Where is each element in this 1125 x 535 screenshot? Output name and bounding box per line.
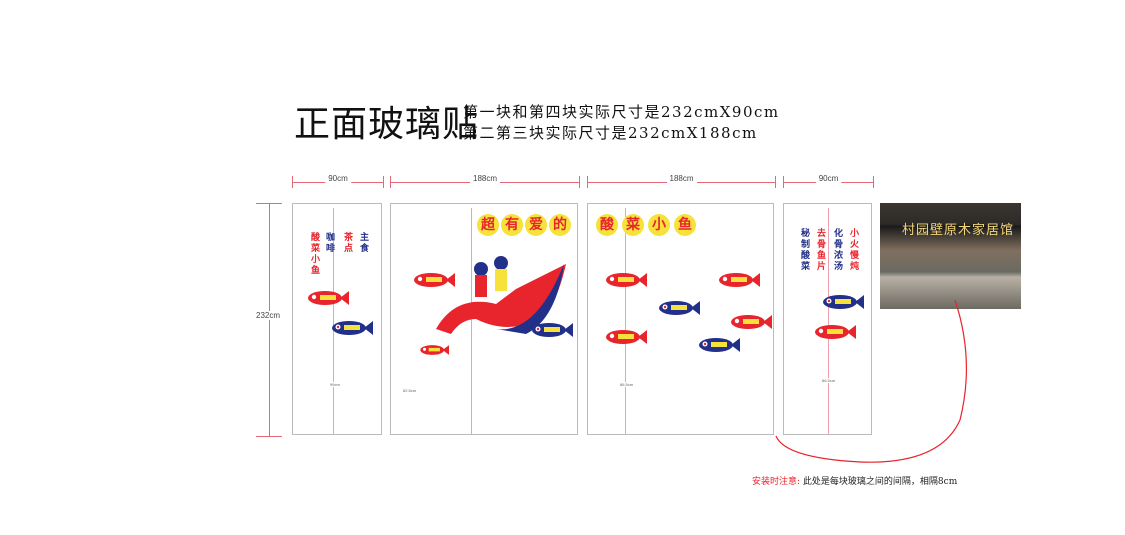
badge: 超 [477,214,499,236]
page-title: 正面玻璃贴 [294,104,480,145]
install-note: 安装时注意: 此处是每块玻璃之间的间隔，相隔8cm [752,477,958,487]
fish-icon [420,345,449,355]
store-sign: 村园壁原木家居馆 [902,223,1015,238]
width-dim-3: 188cm [587,174,776,188]
menu-item: 小火慢炖 [848,228,858,272]
kids-riding-fish-illustration [436,256,566,334]
menu-item: 去骨鱼片 [815,228,825,272]
glass-panel-4: 86.5cm 秘制酸菜 去骨鱼片 化骨浓汤 小火慢炖 [783,203,872,435]
menu-item: 茶点 [342,232,352,254]
storefront-photo: 村园壁原木家居馆 [880,203,1021,309]
menu-item: 化骨浓汤 [832,228,842,272]
fish-icon [332,321,373,335]
badge: 小 [648,214,670,236]
width-dim-1: 90cm [292,174,384,188]
badge: 有 [501,214,523,236]
spec-line-2: 第二第三块实际尺寸是232cmX188cm [463,124,758,142]
glass-panel-2: 82.5cm 超 有 爱 的 [390,203,578,435]
spec-line-1: 第一块和第四块实际尺寸是232cmX90cm [463,103,780,121]
fish-icon [823,295,864,309]
glass-panel-3: 86.5cm 酸 菜 小 鱼 [587,203,774,435]
menu-item: 酸菜小鱼 [309,232,319,276]
fish-icon [815,325,856,339]
fish-icon [414,273,455,287]
badge: 鱼 [674,214,696,236]
fish-icon [659,301,700,315]
menu-item: 主食 [358,232,368,254]
width-dim-2: 188cm [390,174,580,188]
fish-icon [308,291,349,305]
fish-icon [719,273,760,287]
fish-icon [731,315,772,329]
menu-item: 咖啡 [324,232,334,254]
badge: 菜 [622,214,644,236]
fish-icon [606,330,647,344]
badge: 爱 [525,214,547,236]
glass-panel-1: 99cm 酸菜小鱼 咖啡 茶点 主食 [292,203,382,435]
menu-item: 秘制酸菜 [799,228,809,272]
fish-icon [532,323,573,337]
badge: 的 [549,214,571,236]
width-dim-4: 90cm [783,174,874,188]
fish-icon [699,338,740,352]
badge: 酸 [596,214,618,236]
fish-icon [606,273,647,287]
height-dim: 232cm [256,203,282,437]
